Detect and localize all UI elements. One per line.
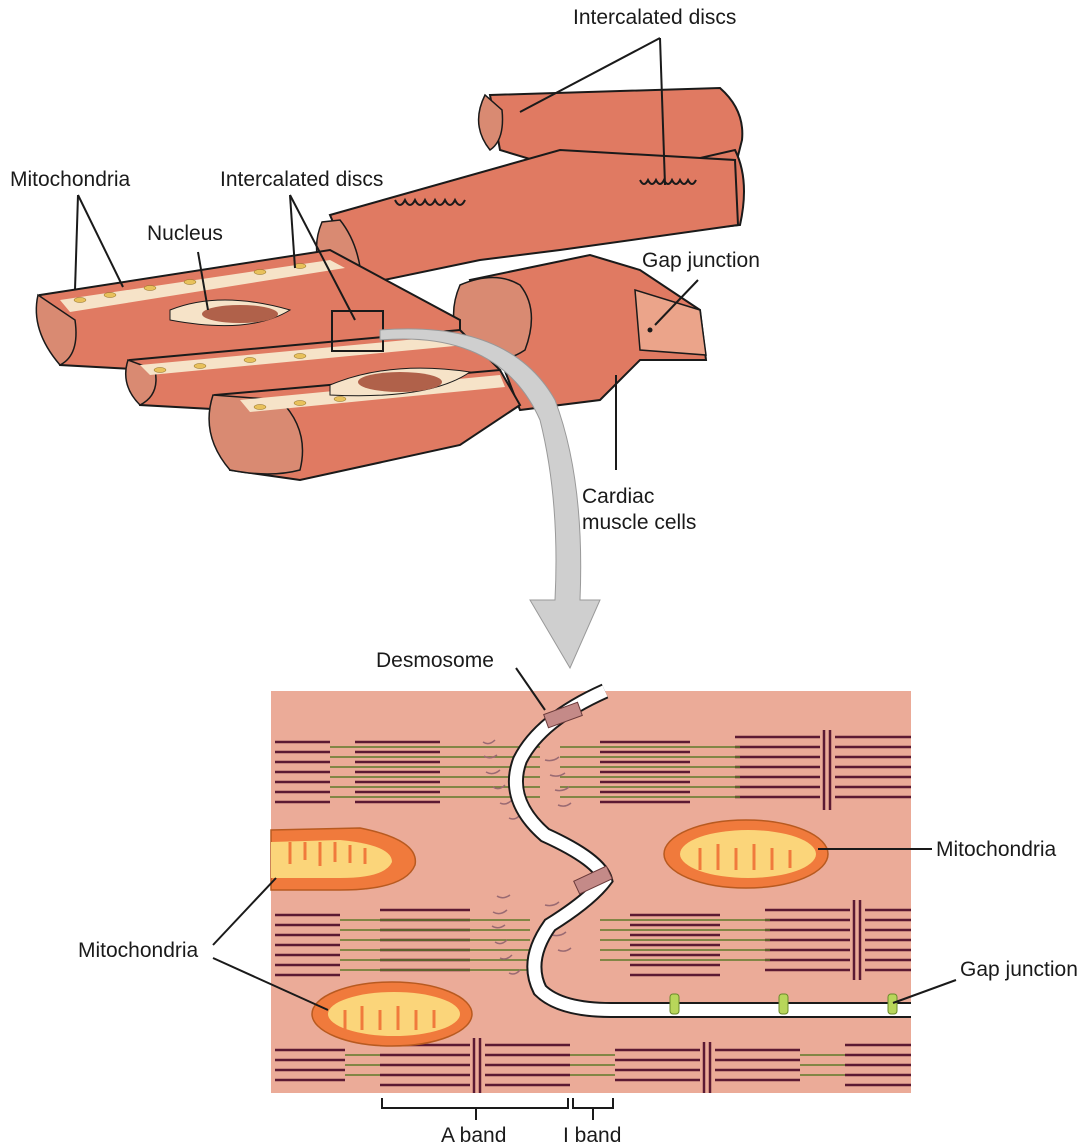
nucleus-upper [202,305,278,323]
label-gap-junction-bottom: Gap junction [960,958,1078,981]
mitochondrion-right [664,820,828,888]
label-cardiac-muscle-cells-line1: Cardiac [582,485,654,508]
nucleus-lower [358,372,442,392]
label-nucleus: Nucleus [147,222,223,245]
label-intercalated-discs-mid: Intercalated discs [220,168,383,191]
label-i-band: I band [563,1124,621,1147]
label-intercalated-discs-top: Intercalated discs [573,6,736,29]
cardiac-muscle-tissue-illustration [36,88,744,668]
label-gap-junction-top: Gap junction [642,249,760,272]
label-a-band: A band [441,1124,506,1147]
mitochondrion-left-bottom [312,982,472,1046]
gap-junction-point [648,328,653,333]
label-desmosome: Desmosome [376,649,494,672]
i-band-bracket [573,1098,613,1120]
label-mitochondria-top: Mitochondria [10,168,131,191]
intercalated-disc-detail [271,691,911,1093]
label-cardiac-muscle-cells-line2: muscle cells [582,511,696,534]
label-mitochondria-left: Mitochondria [78,939,199,962]
a-band-bracket [382,1098,568,1120]
mitochondrion-left-top [271,828,415,890]
label-mitochondria-right: Mitochondria [936,838,1057,861]
